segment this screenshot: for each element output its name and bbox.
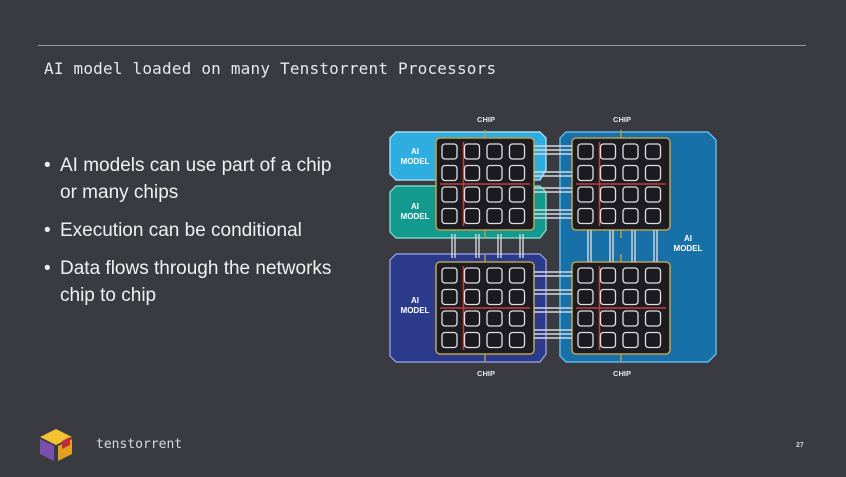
tensix-core — [644, 288, 662, 306]
tensix-core — [508, 186, 526, 203]
tensix-core — [577, 186, 594, 203]
tensix-core — [441, 267, 458, 284]
tensix-core — [622, 186, 639, 203]
tensix-core — [441, 186, 458, 203]
tensix-core — [644, 186, 662, 203]
tensix-core — [622, 310, 639, 327]
tensix-core — [577, 207, 594, 225]
model-label-top-left-line1: AI — [411, 147, 419, 156]
model-label-right-line2: MODEL — [674, 244, 703, 253]
tensix-core — [463, 267, 481, 284]
tensix-core — [486, 186, 503, 203]
brand-name: tenstorrent — [96, 437, 183, 452]
tensix-core — [508, 288, 526, 306]
model-label-middle-left-line1: AI — [411, 202, 419, 211]
tensix-core — [599, 331, 617, 349]
tensix-core — [599, 310, 617, 327]
bullet-item: Data flows through the networks chip to … — [44, 255, 334, 309]
model-label-top-left-line2: MODEL — [401, 157, 430, 166]
tensix-core — [622, 207, 639, 225]
multi-chip-diagram: CHIP CHIP CHIP CHIP AI MODEL AI MODEL AI… — [389, 115, 717, 378]
tensix-core — [463, 143, 481, 160]
tenstorrent-logo-icon — [40, 429, 72, 461]
tensix-core — [599, 164, 617, 182]
tensix-core — [486, 331, 503, 349]
tensix-core — [486, 164, 503, 182]
model-label-right-line1: AI — [684, 234, 692, 243]
chip-label-top-right: CHIP — [613, 115, 631, 124]
model-label-bottom-left-line1: AI — [411, 296, 419, 305]
tensix-core — [599, 143, 617, 160]
page-number: 27 — [796, 442, 804, 449]
title-divider — [38, 45, 806, 46]
bullet-item: AI models can use part of a chip or many… — [44, 152, 334, 206]
tensix-core — [486, 267, 503, 284]
tensix-core — [577, 143, 594, 160]
tensix-core — [508, 267, 526, 284]
tensix-core — [508, 207, 526, 225]
tensix-core — [463, 288, 481, 306]
tensix-core — [441, 288, 458, 306]
tensix-core — [577, 288, 594, 306]
tensix-core — [577, 331, 594, 349]
slide-title: AI model loaded on many Tenstorrent Proc… — [44, 59, 497, 78]
bullet-list: AI models can use part of a chip or many… — [44, 152, 334, 320]
tensix-core — [441, 310, 458, 327]
tensix-core — [463, 186, 481, 203]
tensix-core — [441, 331, 458, 349]
tensix-core — [577, 267, 594, 284]
bullet-item: Execution can be conditional — [44, 217, 334, 244]
chip-bottom-left — [435, 254, 535, 362]
tensix-core — [508, 310, 526, 327]
tensix-core — [599, 288, 617, 306]
tensix-core — [577, 310, 594, 327]
chip-top-left — [435, 130, 535, 238]
tensix-core — [622, 164, 639, 182]
tensix-core — [463, 164, 481, 182]
tensix-core — [622, 267, 639, 284]
tensix-core — [486, 288, 503, 306]
tensix-core — [644, 164, 662, 182]
tensix-core — [599, 186, 617, 203]
tensix-core — [441, 143, 458, 160]
tensix-core — [644, 310, 662, 327]
tensix-core — [486, 310, 503, 327]
tensix-core — [486, 143, 503, 160]
tensix-core — [463, 310, 481, 327]
tensix-core — [508, 143, 526, 160]
tensix-core — [599, 207, 617, 225]
chip-label-bottom-left: CHIP — [477, 369, 495, 378]
tensix-core — [577, 164, 594, 182]
tensix-core — [441, 207, 458, 225]
tensix-core — [463, 207, 481, 225]
tensix-core — [441, 164, 458, 182]
chip-top-right — [571, 130, 671, 238]
tensix-core — [486, 207, 503, 225]
chip-label-bottom-right: CHIP — [613, 369, 631, 378]
tensix-core — [508, 331, 526, 349]
tensix-core — [644, 143, 662, 160]
chip-label-top-left: CHIP — [477, 115, 495, 124]
chip-bottom-right — [571, 254, 671, 362]
model-label-middle-left-line2: MODEL — [401, 212, 430, 221]
tensix-core — [599, 267, 617, 284]
tensix-core — [508, 164, 526, 182]
tensix-core — [463, 331, 481, 349]
tensix-core — [644, 331, 662, 349]
tensix-core — [622, 143, 639, 160]
tensix-core — [622, 331, 639, 349]
tensix-core — [644, 207, 662, 225]
tensix-core — [644, 267, 662, 284]
tensix-core — [622, 288, 639, 306]
model-label-bottom-left-line2: MODEL — [401, 306, 430, 315]
